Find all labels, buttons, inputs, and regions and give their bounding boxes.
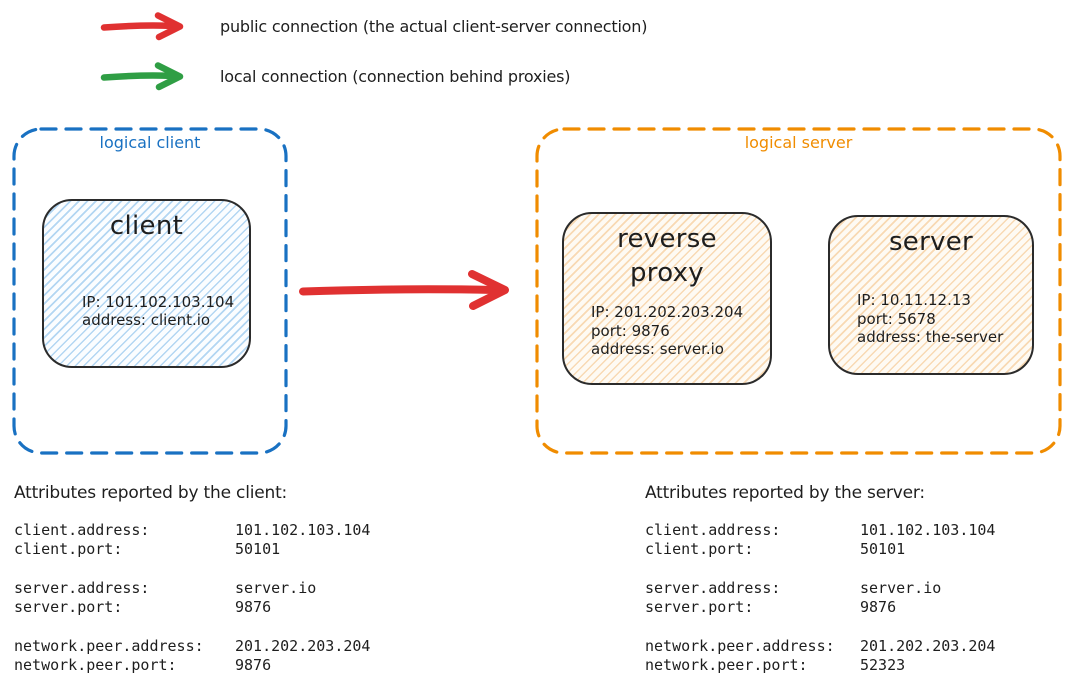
client-ip: IP: 101.102.103.104 xyxy=(82,292,235,311)
attr-row: client.port: 50101 xyxy=(645,540,1045,559)
logical-client-label: logical client xyxy=(99,133,201,152)
attr-value: 50101 xyxy=(860,540,906,558)
public-connection-arrow-icon xyxy=(100,12,184,41)
attr-key: server.address: xyxy=(14,579,150,597)
attr-value: 9876 xyxy=(235,656,272,674)
attr-value: 9876 xyxy=(235,598,272,616)
attr-key: network.peer.port: xyxy=(14,656,177,674)
client-node-details: IP: 101.102.103.104 address: client.io xyxy=(44,293,249,367)
logical-server-dashed-border xyxy=(535,127,1062,455)
reverse-proxy-ip: IP: 201.202.203.204 xyxy=(591,302,744,321)
attr-key: client.port: xyxy=(645,540,754,558)
attr-value: 101.102.103.104 xyxy=(860,521,996,539)
attr-key: network.peer.port: xyxy=(645,656,808,674)
logical-server-label: logical server xyxy=(744,133,853,152)
attr-value: 50101 xyxy=(235,540,281,558)
client-to-server-public-arrow xyxy=(299,270,509,310)
logical-server-group: logical server reverse proxy IP: 201.202… xyxy=(535,127,1062,455)
logical-client-dashed-border xyxy=(12,127,288,455)
attr-key: client.port: xyxy=(14,540,123,558)
attr-value: server.io xyxy=(235,579,317,597)
reverse-proxy-port: port: 9876 xyxy=(591,321,670,340)
client-node: client IP: 101.102.103.104 address: clie… xyxy=(42,199,251,368)
attr-row: client.address: 101.102.103.104 xyxy=(14,521,414,540)
server-node: server IP: 10.11.12.13 port: 5678 addres… xyxy=(828,215,1034,375)
attr-value: 201.202.203.204 xyxy=(860,637,996,655)
attr-value: 101.102.103.104 xyxy=(235,521,371,539)
reverse-proxy-node-details: IP: 201.202.203.204 port: 9876 address: … xyxy=(564,303,770,383)
attr-row: network.peer.address: 201.202.203.204 xyxy=(14,637,414,656)
server-ip: IP: 10.11.12.13 xyxy=(857,290,971,309)
attr-key: server.port: xyxy=(14,598,123,616)
attr-key: server.address: xyxy=(645,579,781,597)
client-attributes-list: Attributes reported by the client: clien… xyxy=(14,480,414,675)
reverse-proxy-node: reverse proxy IP: 201.202.203.204 port: … xyxy=(562,212,772,385)
attr-key: client.address: xyxy=(645,521,781,539)
attr-row: network.peer.address: 201.202.203.204 xyxy=(645,637,1045,656)
attr-value: 201.202.203.204 xyxy=(235,637,371,655)
server-attributes-heading: Attributes reported by the server: xyxy=(645,483,925,503)
attr-row: network.peer.port: 52323 xyxy=(645,656,1045,675)
attr-row: server.address: server.io xyxy=(645,579,1045,598)
server-port: port: 5678 xyxy=(857,309,936,328)
attr-row: client.address: 101.102.103.104 xyxy=(645,521,1045,540)
client-attributes-heading: Attributes reported by the client: xyxy=(14,483,288,503)
attr-key: server.port: xyxy=(645,598,754,616)
legend-public-label: public connection (the actual client-ser… xyxy=(220,16,648,36)
server-node-title: server xyxy=(888,227,974,257)
attr-row: network.peer.port: 9876 xyxy=(14,656,414,675)
client-address: address: client.io xyxy=(82,311,211,330)
attr-row: server.port: 9876 xyxy=(645,598,1045,617)
attr-key: network.peer.address: xyxy=(645,637,835,655)
server-address: address: the-server xyxy=(857,328,1004,347)
legend-local-label: local connection (connection behind prox… xyxy=(220,66,571,86)
server-attributes-list: Attributes reported by the server: clien… xyxy=(645,480,1045,675)
attr-value: server.io xyxy=(860,579,942,597)
server-node-details: IP: 10.11.12.13 port: 5678 address: the-… xyxy=(830,291,1032,373)
reverse-proxy-node-title: reverse proxy xyxy=(617,224,717,288)
logical-client-group: logical client client IP: 101.102.103.10… xyxy=(12,127,288,455)
attr-row: client.port: 50101 xyxy=(14,540,414,559)
reverse-proxy-address: address: server.io xyxy=(591,340,724,359)
legend-item-local-connection: local connection (connection behind prox… xyxy=(100,61,570,91)
attr-value: 9876 xyxy=(860,598,897,616)
attr-value: 52323 xyxy=(860,656,906,674)
attr-row: server.address: server.io xyxy=(14,579,414,598)
legend-item-public-connection: public connection (the actual client-ser… xyxy=(100,11,647,41)
client-node-title: client xyxy=(109,211,184,241)
attr-key: network.peer.address: xyxy=(14,637,204,655)
local-connection-arrow-icon xyxy=(100,62,184,91)
attr-key: client.address: xyxy=(14,521,150,539)
attr-row: server.port: 9876 xyxy=(14,598,414,617)
